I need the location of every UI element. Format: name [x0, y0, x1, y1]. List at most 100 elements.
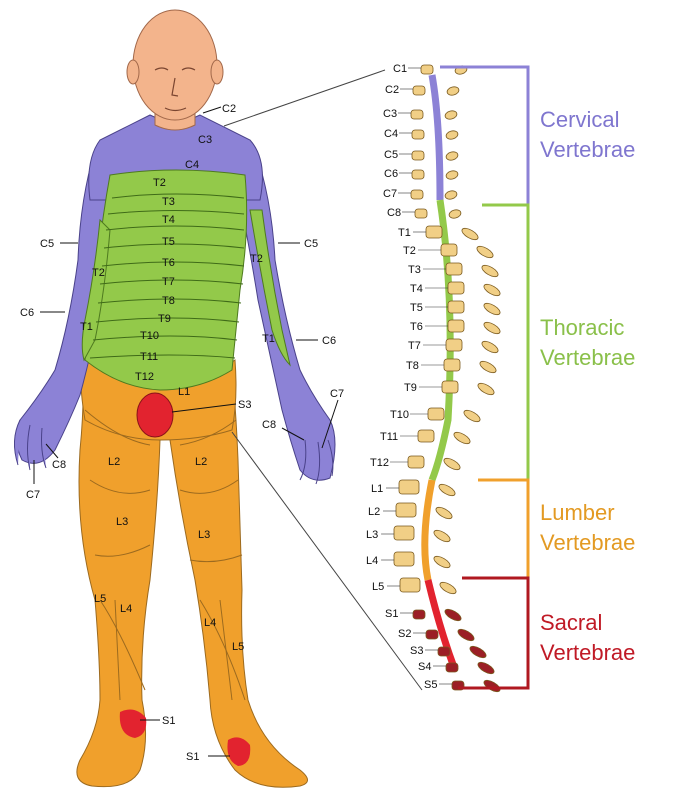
spinous-process-t11 [453, 431, 471, 445]
vertebra-t5 [447, 300, 465, 314]
spinous-process-t2 [476, 245, 494, 259]
spine-label-c7: C7 [383, 188, 397, 200]
spine-label-s2: S2 [398, 628, 411, 640]
body-figure [14, 9, 336, 788]
ear-left [126, 59, 140, 85]
spine-labels: C1C2C3C4C5C6C7C8T1T2T3T4T5T6T7T8T9T10T11… [366, 63, 452, 691]
vertebra-s4 [445, 662, 459, 673]
region-labels: Cervical Vertebrae Thoracic Vertebrae Lu… [540, 107, 635, 665]
c8-right-leader [281, 427, 305, 441]
label-t8: T8 [162, 295, 175, 307]
vertebra-t10 [427, 407, 445, 421]
spine-label-t8: T8 [406, 360, 419, 372]
vertebra-t11 [417, 429, 435, 443]
vertebra-c3 [410, 109, 424, 120]
cord-lumbar [421, 479, 436, 581]
s1-area-left [119, 709, 147, 738]
vertebra-t7 [445, 338, 463, 352]
vertebra-t9 [441, 380, 459, 394]
vertebra-c6 [411, 169, 425, 180]
label-t2: T2 [153, 177, 166, 189]
head [132, 9, 218, 121]
cervical-line1: Cervical [540, 107, 619, 132]
connector-bottom [231, 431, 423, 691]
spinous-process-t10 [463, 409, 481, 423]
spine-label-t4: T4 [410, 283, 423, 295]
spine-label-c3: C3 [383, 108, 397, 120]
spinous-process-t7 [481, 340, 499, 354]
body-labels: C2 C3 C4 T2 T3 T4 T5 T6 T7 T8 T9 T10 T11… [20, 103, 344, 763]
label-c6-left: C6 [20, 307, 34, 319]
spinous-process-t6 [483, 321, 501, 335]
spinous-process-t12 [443, 457, 461, 471]
label-l1: L1 [178, 386, 190, 398]
vertebra-t3 [445, 262, 463, 276]
label-c4: C4 [185, 159, 199, 171]
bracket-lumbar [462, 478, 530, 580]
label-c7-right: C7 [330, 388, 344, 400]
spinous-process-c6 [445, 170, 459, 180]
label-c6-right: C6 [322, 335, 336, 347]
vertebra-t6 [447, 319, 465, 333]
region-brackets [440, 65, 530, 690]
spinous-process-t1 [461, 227, 479, 241]
label-s3: S3 [238, 399, 251, 411]
cord-sacral [424, 579, 459, 672]
vertebra-l4 [393, 551, 415, 567]
spine-label-l2: L2 [368, 506, 380, 518]
c8-left-leader [45, 443, 59, 459]
vertebra-s3 [437, 646, 451, 657]
spinous-process-l4 [433, 555, 451, 569]
label-c7-left: C7 [26, 489, 40, 501]
label-t11: T11 [140, 351, 158, 363]
label-l3-left: L3 [116, 516, 128, 528]
spinous-process-s3 [469, 645, 487, 659]
spine-label-c1: C1 [393, 63, 407, 75]
spine-label-t12: T12 [370, 457, 389, 469]
spinous-process-s4 [477, 661, 495, 675]
hand-left [14, 419, 47, 471]
thoracic-line2: Vertebrae [540, 345, 635, 370]
spine-label-t6: T6 [410, 321, 423, 333]
spine-label-t10: T10 [390, 409, 409, 421]
label-t3: T3 [162, 196, 175, 208]
spinous-process-c2 [446, 86, 460, 96]
spine-label-l5: L5 [372, 581, 384, 593]
spinous-process-l5 [439, 581, 457, 595]
label-c3: C3 [198, 134, 212, 146]
connector-top [223, 69, 386, 127]
spine-label-t3: T3 [408, 264, 421, 276]
label-l5-right: L5 [232, 641, 244, 653]
lumbar-line2: Vertebrae [540, 530, 635, 555]
vertebra-t2 [440, 243, 458, 257]
label-l2-right: L2 [195, 456, 207, 468]
spine-label-s3: S3 [410, 645, 423, 657]
vertebra-c8 [414, 208, 428, 219]
spine-label-s4: S4 [418, 661, 431, 673]
vertebra-c2 [412, 85, 426, 96]
spinous-process-c7 [444, 190, 458, 200]
label-c5-right: C5 [304, 238, 318, 250]
arm-green-right [249, 209, 291, 367]
spine-label-l3: L3 [366, 529, 378, 541]
label-t9: T9 [158, 313, 171, 325]
vertebra-c5 [411, 150, 425, 161]
spine: C1C2C3C4C5C6C7C8T1T2T3T4T5T6T7T8T9T10T11… [366, 63, 501, 693]
label-l4-left: L4 [120, 603, 132, 615]
lumbar-band-lines [84, 409, 246, 701]
label-t2-right: T2 [250, 253, 263, 265]
ear-right [210, 59, 224, 85]
vertebra-t12 [407, 455, 425, 469]
spinous-process-c4 [445, 130, 459, 140]
spine-label-t2: T2 [403, 245, 416, 257]
face-features [154, 67, 196, 112]
label-c2: C2 [222, 103, 236, 115]
s1-area-right [227, 737, 251, 766]
label-l4-right: L4 [204, 617, 216, 629]
label-l3-right: L3 [198, 529, 210, 541]
spine-label-l4: L4 [366, 555, 378, 567]
label-t4: T4 [162, 214, 175, 226]
spine-label-c5: C5 [384, 149, 398, 161]
spine-label-s1: S1 [385, 608, 398, 620]
